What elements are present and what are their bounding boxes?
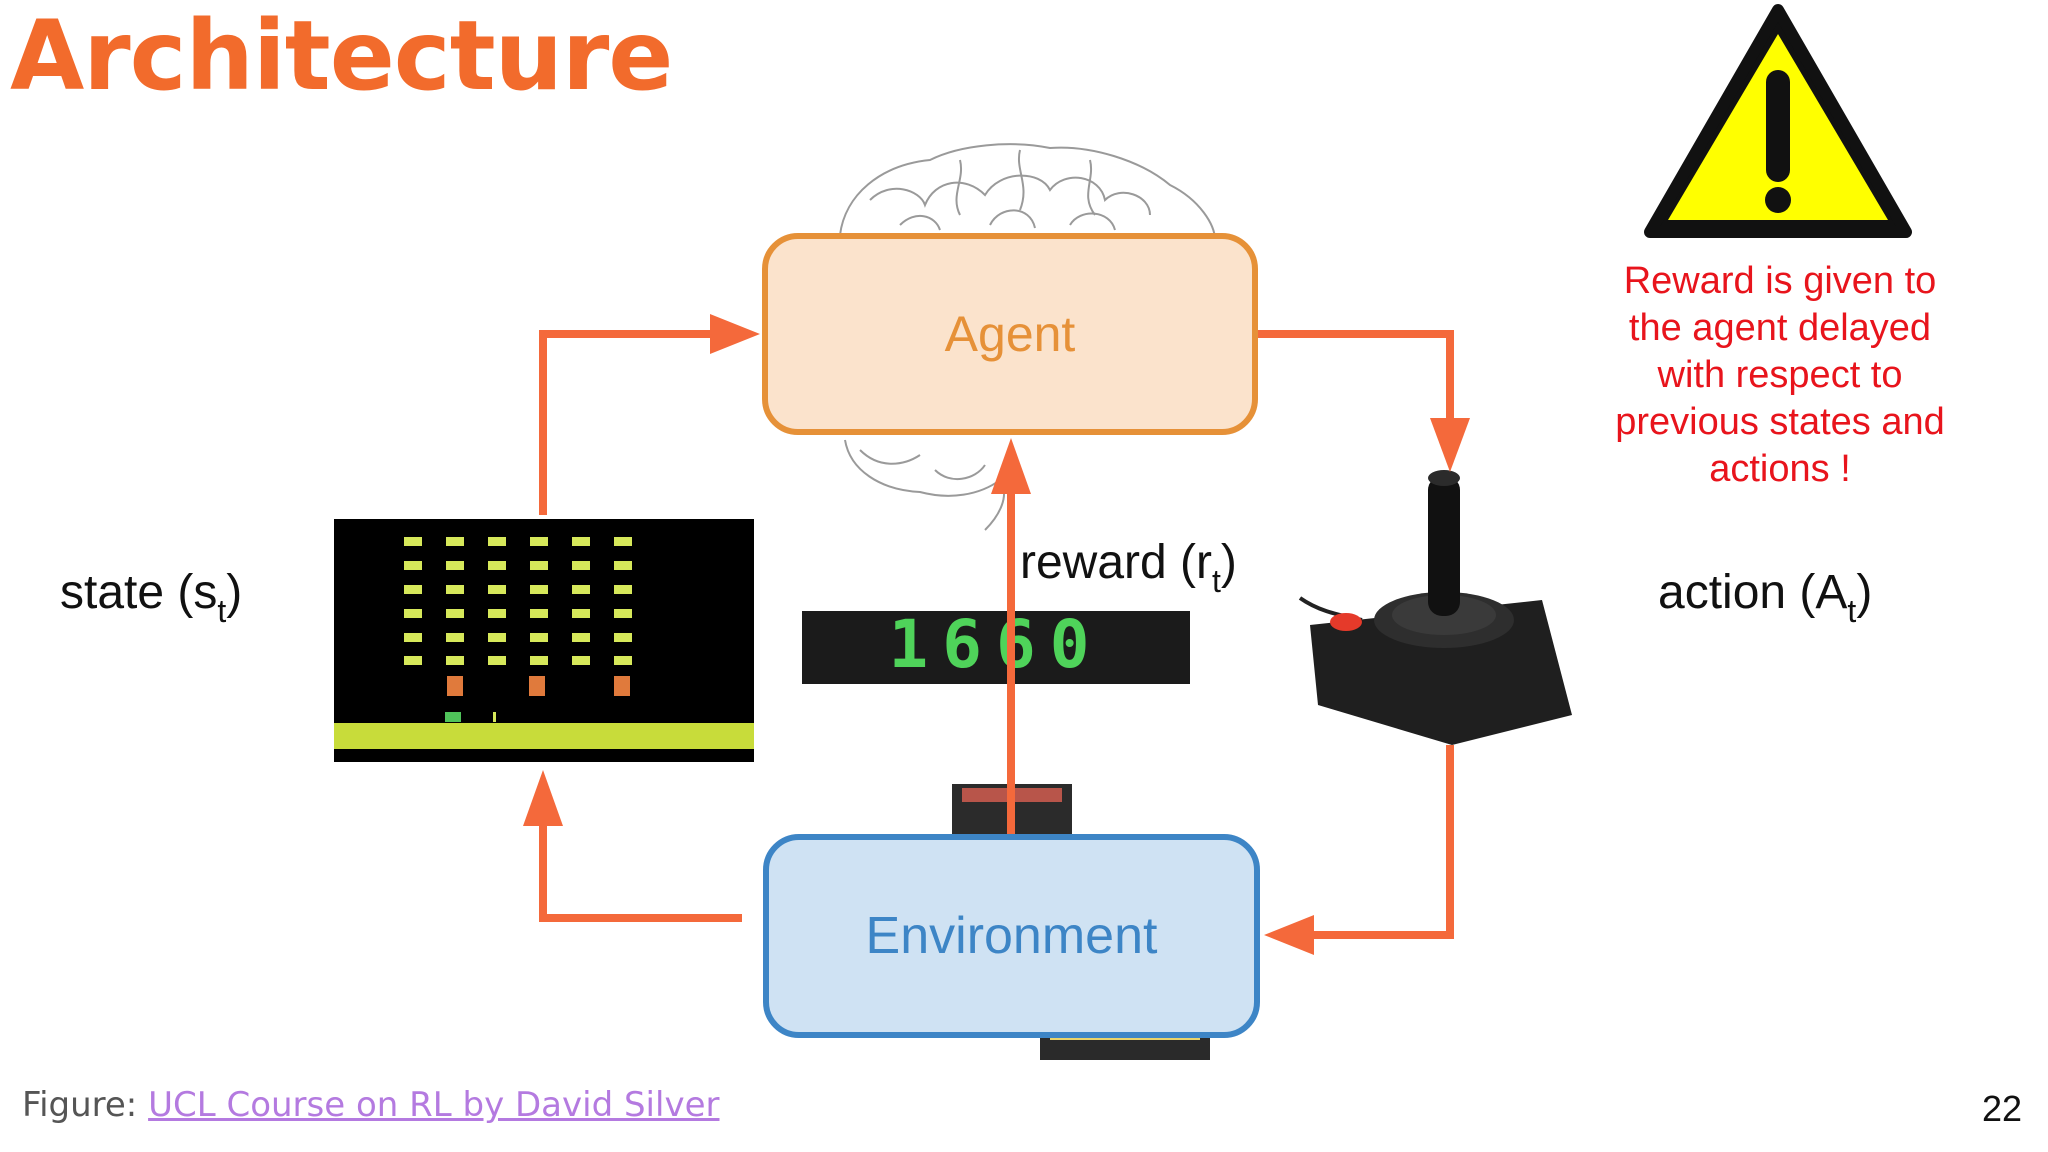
arrow-agent-to-action: [1258, 330, 1454, 420]
arrow-state-to-agent: [539, 330, 715, 515]
reward-label: reward (rt): [1020, 536, 1237, 599]
arrowhead-environment-in: [1264, 915, 1314, 955]
score-display: 1660: [802, 606, 1190, 684]
brain-illustration: [839, 143, 1216, 531]
arrowhead-state-in: [523, 770, 563, 826]
arrow-action-to-environment: [1310, 745, 1454, 939]
environment-box: Environment: [763, 834, 1260, 1038]
warning-text: Reward is given to the agent delayed wit…: [1615, 260, 1945, 490]
action-label: action (At): [1658, 566, 1873, 629]
figure-credit-prefix: Figure:: [22, 1085, 149, 1125]
figure-credit-link[interactable]: UCL Course on RL by David Silver: [148, 1085, 720, 1125]
page-title: Architecture: [10, 0, 673, 112]
figure-credit: Figure: UCL Course on RL by David Silver: [22, 1085, 719, 1125]
environment-label: Environment: [865, 907, 1158, 965]
joystick-icon: [1298, 470, 1572, 745]
arrowhead-agent-in: [710, 314, 760, 354]
agent-label: Agent: [944, 306, 1076, 362]
agent-box: Agent: [762, 233, 1258, 435]
arrow-environment-to-state: [539, 822, 742, 922]
arrowhead-reward-in: [991, 438, 1031, 494]
score-digits: 1660: [889, 606, 1104, 683]
warning-icon: [1644, 4, 1912, 238]
arrowhead-action-in: [1430, 418, 1470, 472]
page-number: 22: [1981, 1088, 2022, 1129]
space-invaders-screen: [334, 519, 754, 762]
state-label: state (st): [60, 566, 243, 629]
